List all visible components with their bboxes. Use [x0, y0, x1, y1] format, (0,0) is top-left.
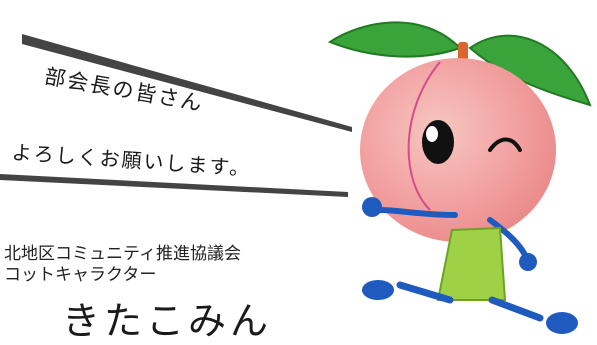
mascot-name: きたこみん [62, 299, 273, 343]
council-name: 北地区コミュニティ推進協議会 [4, 244, 241, 264]
mascot-role: コットキャラクター [4, 265, 157, 285]
council-label: 北地区コミュニティ推進協議会 コットキャラクター [4, 244, 241, 286]
